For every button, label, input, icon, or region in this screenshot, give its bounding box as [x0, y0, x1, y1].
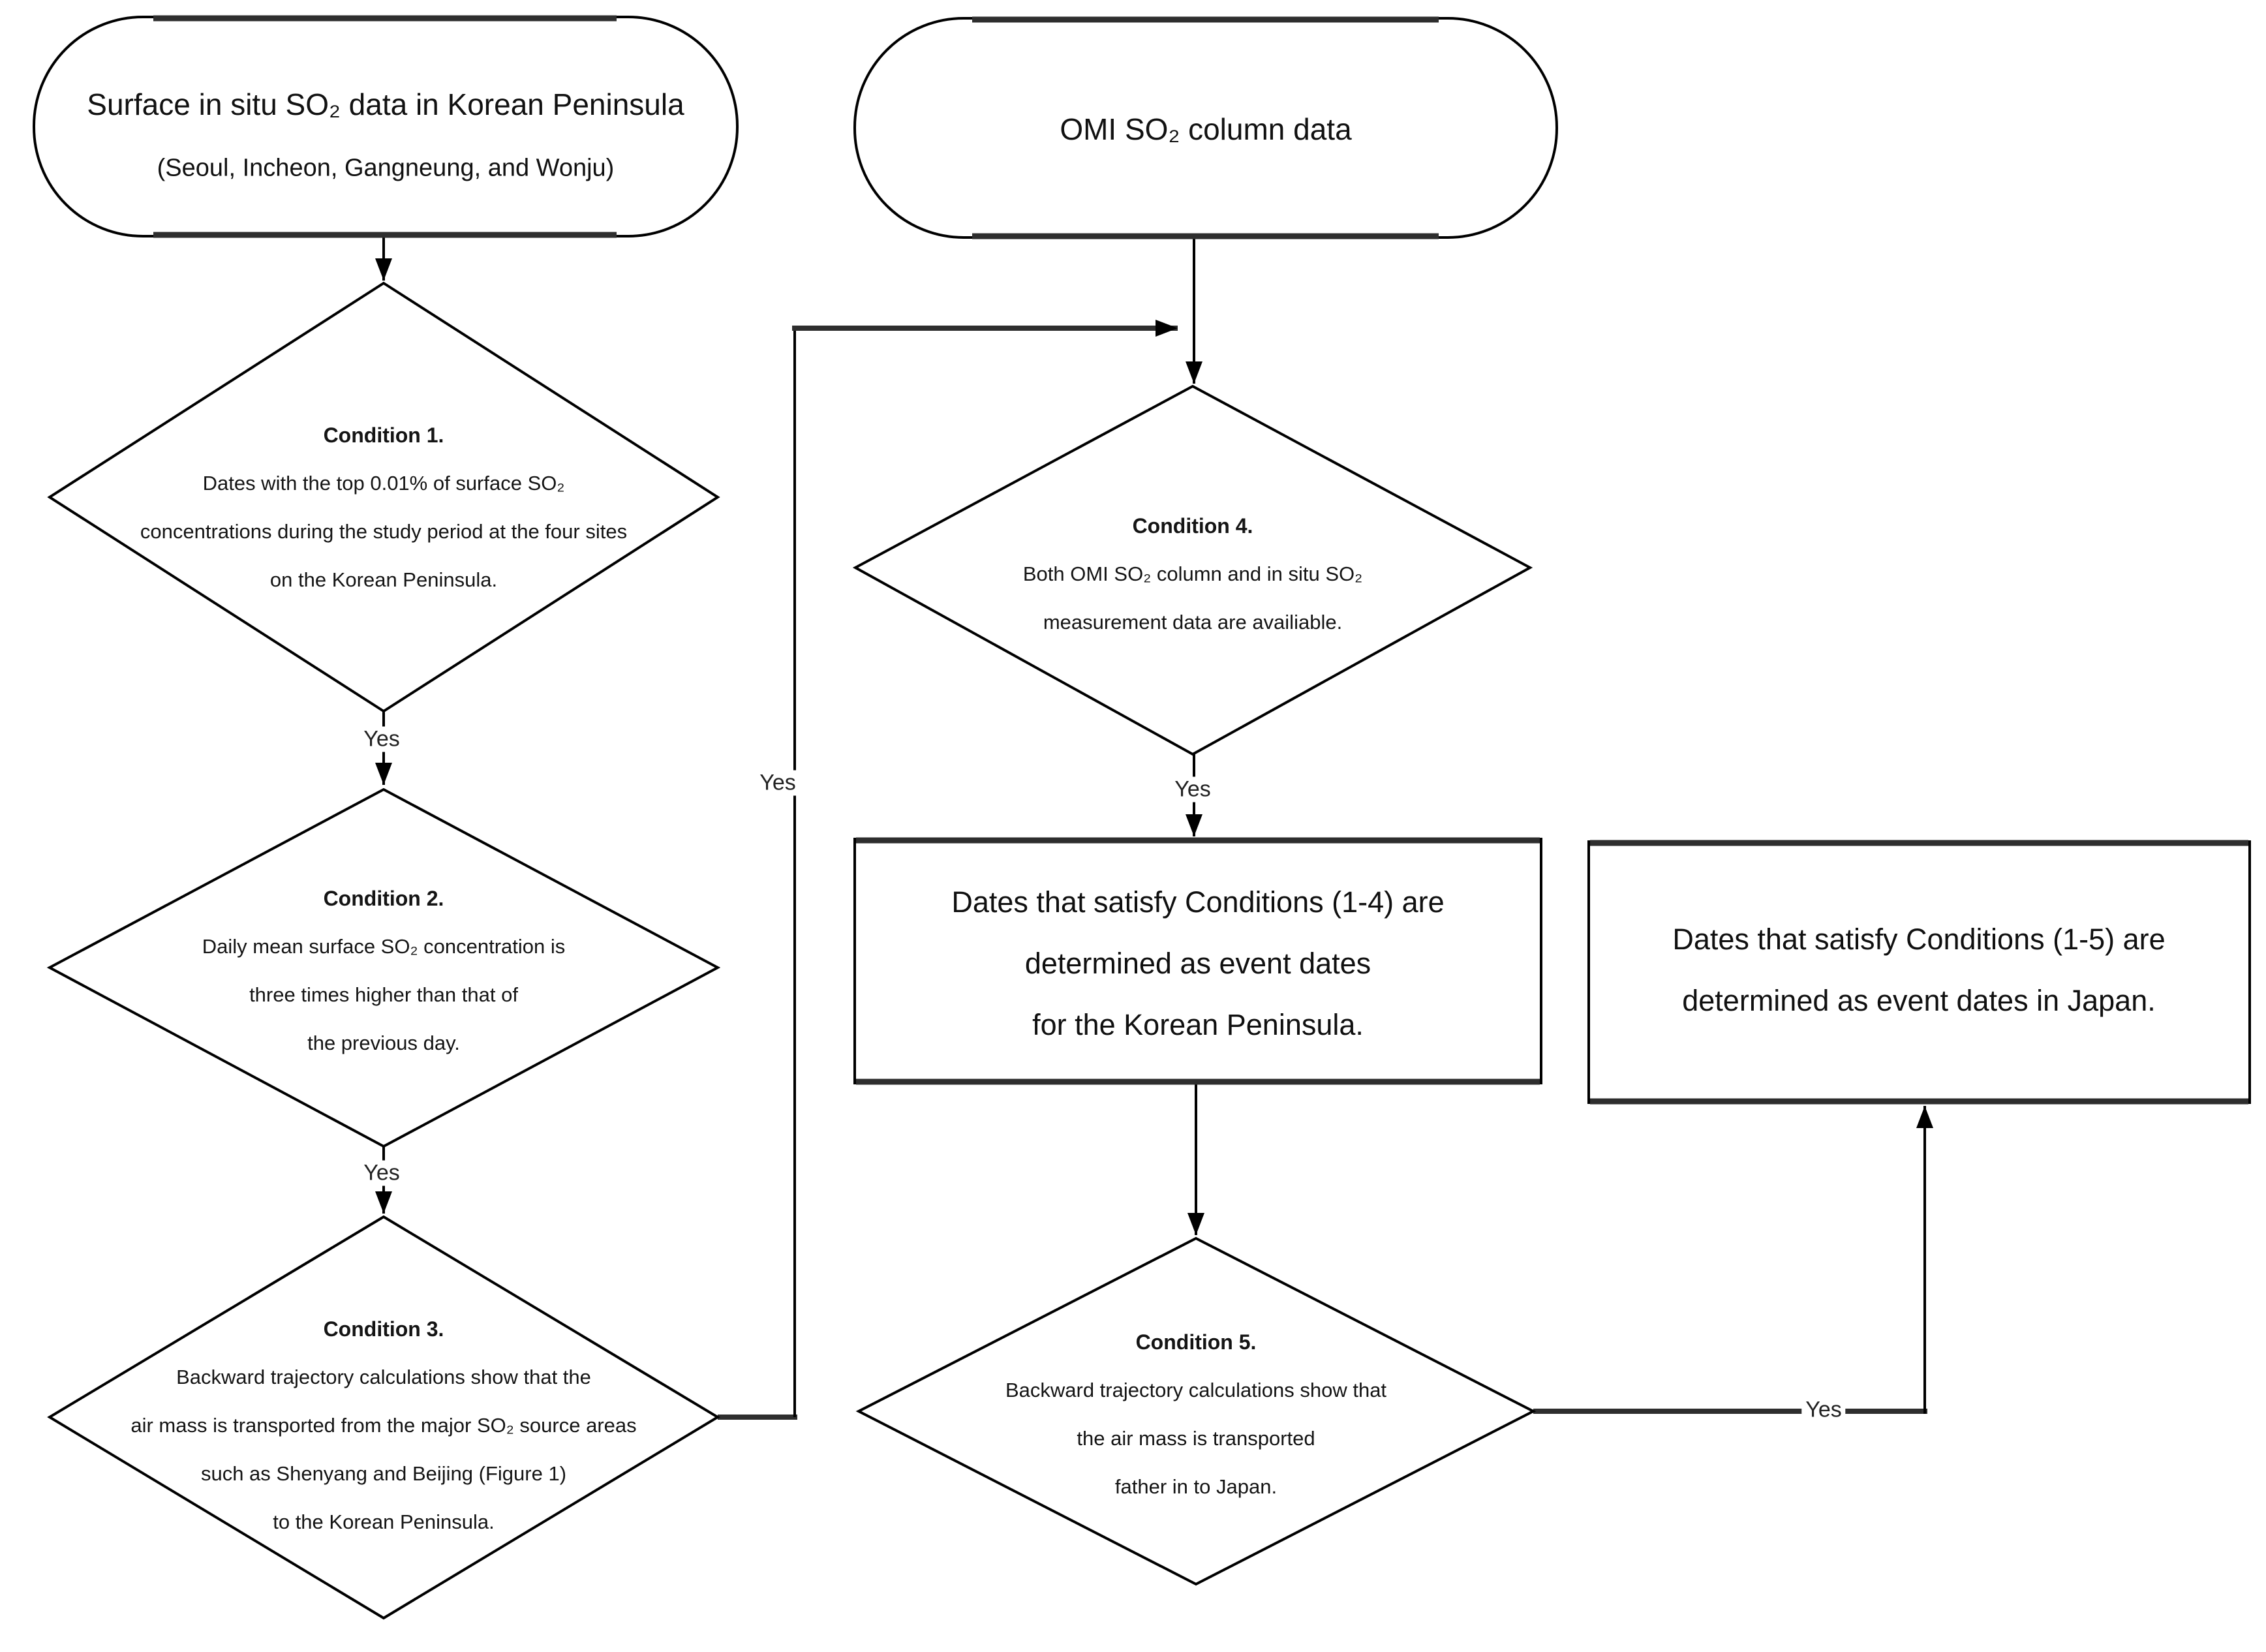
condition-3-title: Condition 3. — [323, 1317, 444, 1341]
condition-5-line: the air mass is transported — [1077, 1427, 1315, 1450]
condition-1-line: concentrations during the study period a… — [140, 520, 628, 543]
condition-2-title: Condition 2. — [323, 887, 444, 910]
condition-2-line: three times higher than that of — [249, 983, 518, 1006]
condition-5-diamond — [855, 1236, 1537, 1586]
condition-1-diamond — [47, 281, 720, 713]
start-node-surface-accent — [153, 15, 617, 238]
korea-result-line: determined as event dates — [1024, 947, 1371, 980]
condition-1-title: Condition 1. — [323, 423, 444, 447]
condition-2-line: the previous day. — [307, 1032, 460, 1054]
condition-3-diamond — [47, 1215, 720, 1620]
condition-4-line: measurement data are availiable. — [1043, 611, 1343, 634]
condition-1-yes-label: Yes — [360, 726, 404, 752]
condition-2-text: Condition 2. Daily mean surface SO₂ conc… — [202, 874, 566, 1067]
japan-result-line: Dates that satisfy Conditions (1-5) are — [1672, 923, 2166, 956]
condition-4-diamond — [852, 384, 1533, 756]
condition-1-line: Dates with the top 0.01% of surface SO₂ — [202, 472, 565, 495]
condition-3-line: such as Shenyang and Beijing (Figure 1) — [200, 1462, 567, 1485]
condition-5-text: Condition 5. Backward trajectory calcula… — [1005, 1318, 1386, 1511]
condition-1-text: Condition 1. Dates with the top 0.01% of… — [140, 411, 627, 604]
japan-result-line: determined as event dates in Japan. — [1682, 984, 2156, 1017]
condition-4-title: Condition 4. — [1132, 514, 1253, 538]
condition-2-diamond — [46, 788, 721, 1148]
korea-result-text: Dates that satisfy Conditions (1-4) are … — [951, 872, 1444, 1056]
condition-2-line: Daily mean surface SO₂ concentration is — [202, 935, 566, 958]
japan-result-accent — [1590, 840, 2248, 1105]
condition-3-yes-label: Yes — [756, 770, 800, 796]
omi-input-label: OMI SO₂ column data — [1060, 112, 1352, 146]
condition-3-text: Condition 3. Backward trajectory calcula… — [130, 1305, 636, 1546]
korea-result-line: for the Korean Peninsula. — [1032, 1008, 1364, 1041]
japan-result-text: Dates that satisfy Conditions (1-5) are … — [1672, 909, 2165, 1032]
korea-result-rectangle — [853, 838, 1542, 1084]
start-node-omi-accent — [972, 16, 1439, 239]
condition-5-yes-label: Yes — [1801, 1397, 1846, 1423]
surface-input-title: Surface in situ SO₂ data in Korean Penin… — [87, 87, 684, 121]
condition-4-yes-label: Yes — [1171, 776, 1215, 803]
surface-input-subtitle: (Seoul, Incheon, Gangneung, and Wonju) — [157, 154, 615, 182]
condition-3-line: air mass is transported from the major S… — [130, 1414, 637, 1437]
condition-5-title: Condition 5. — [1135, 1330, 1257, 1354]
japan-result-rectangle — [1587, 840, 2251, 1104]
condition-5-line: father in to Japan. — [1114, 1475, 1278, 1498]
condition-2-yes-label: Yes — [360, 1160, 404, 1186]
condition-3-line: to the Korean Peninsula. — [273, 1510, 495, 1533]
condition-5-line: Backward trajectory calculations show th… — [1005, 1379, 1387, 1401]
condition-4-text: Condition 4. Both OMI SO₂ column and in … — [1023, 502, 1362, 647]
condition-1-line: on the Korean Peninsula. — [269, 568, 498, 591]
condition-4-line: Both OMI SO₂ column and in situ SO₂ — [1022, 562, 1363, 585]
start-node-surface-data — [33, 16, 739, 237]
condition-3-line: Backward trajectory calculations show th… — [176, 1366, 591, 1388]
korea-result-accent — [856, 837, 1540, 1085]
korea-result-line: Dates that satisfy Conditions (1-4) are — [951, 885, 1445, 919]
